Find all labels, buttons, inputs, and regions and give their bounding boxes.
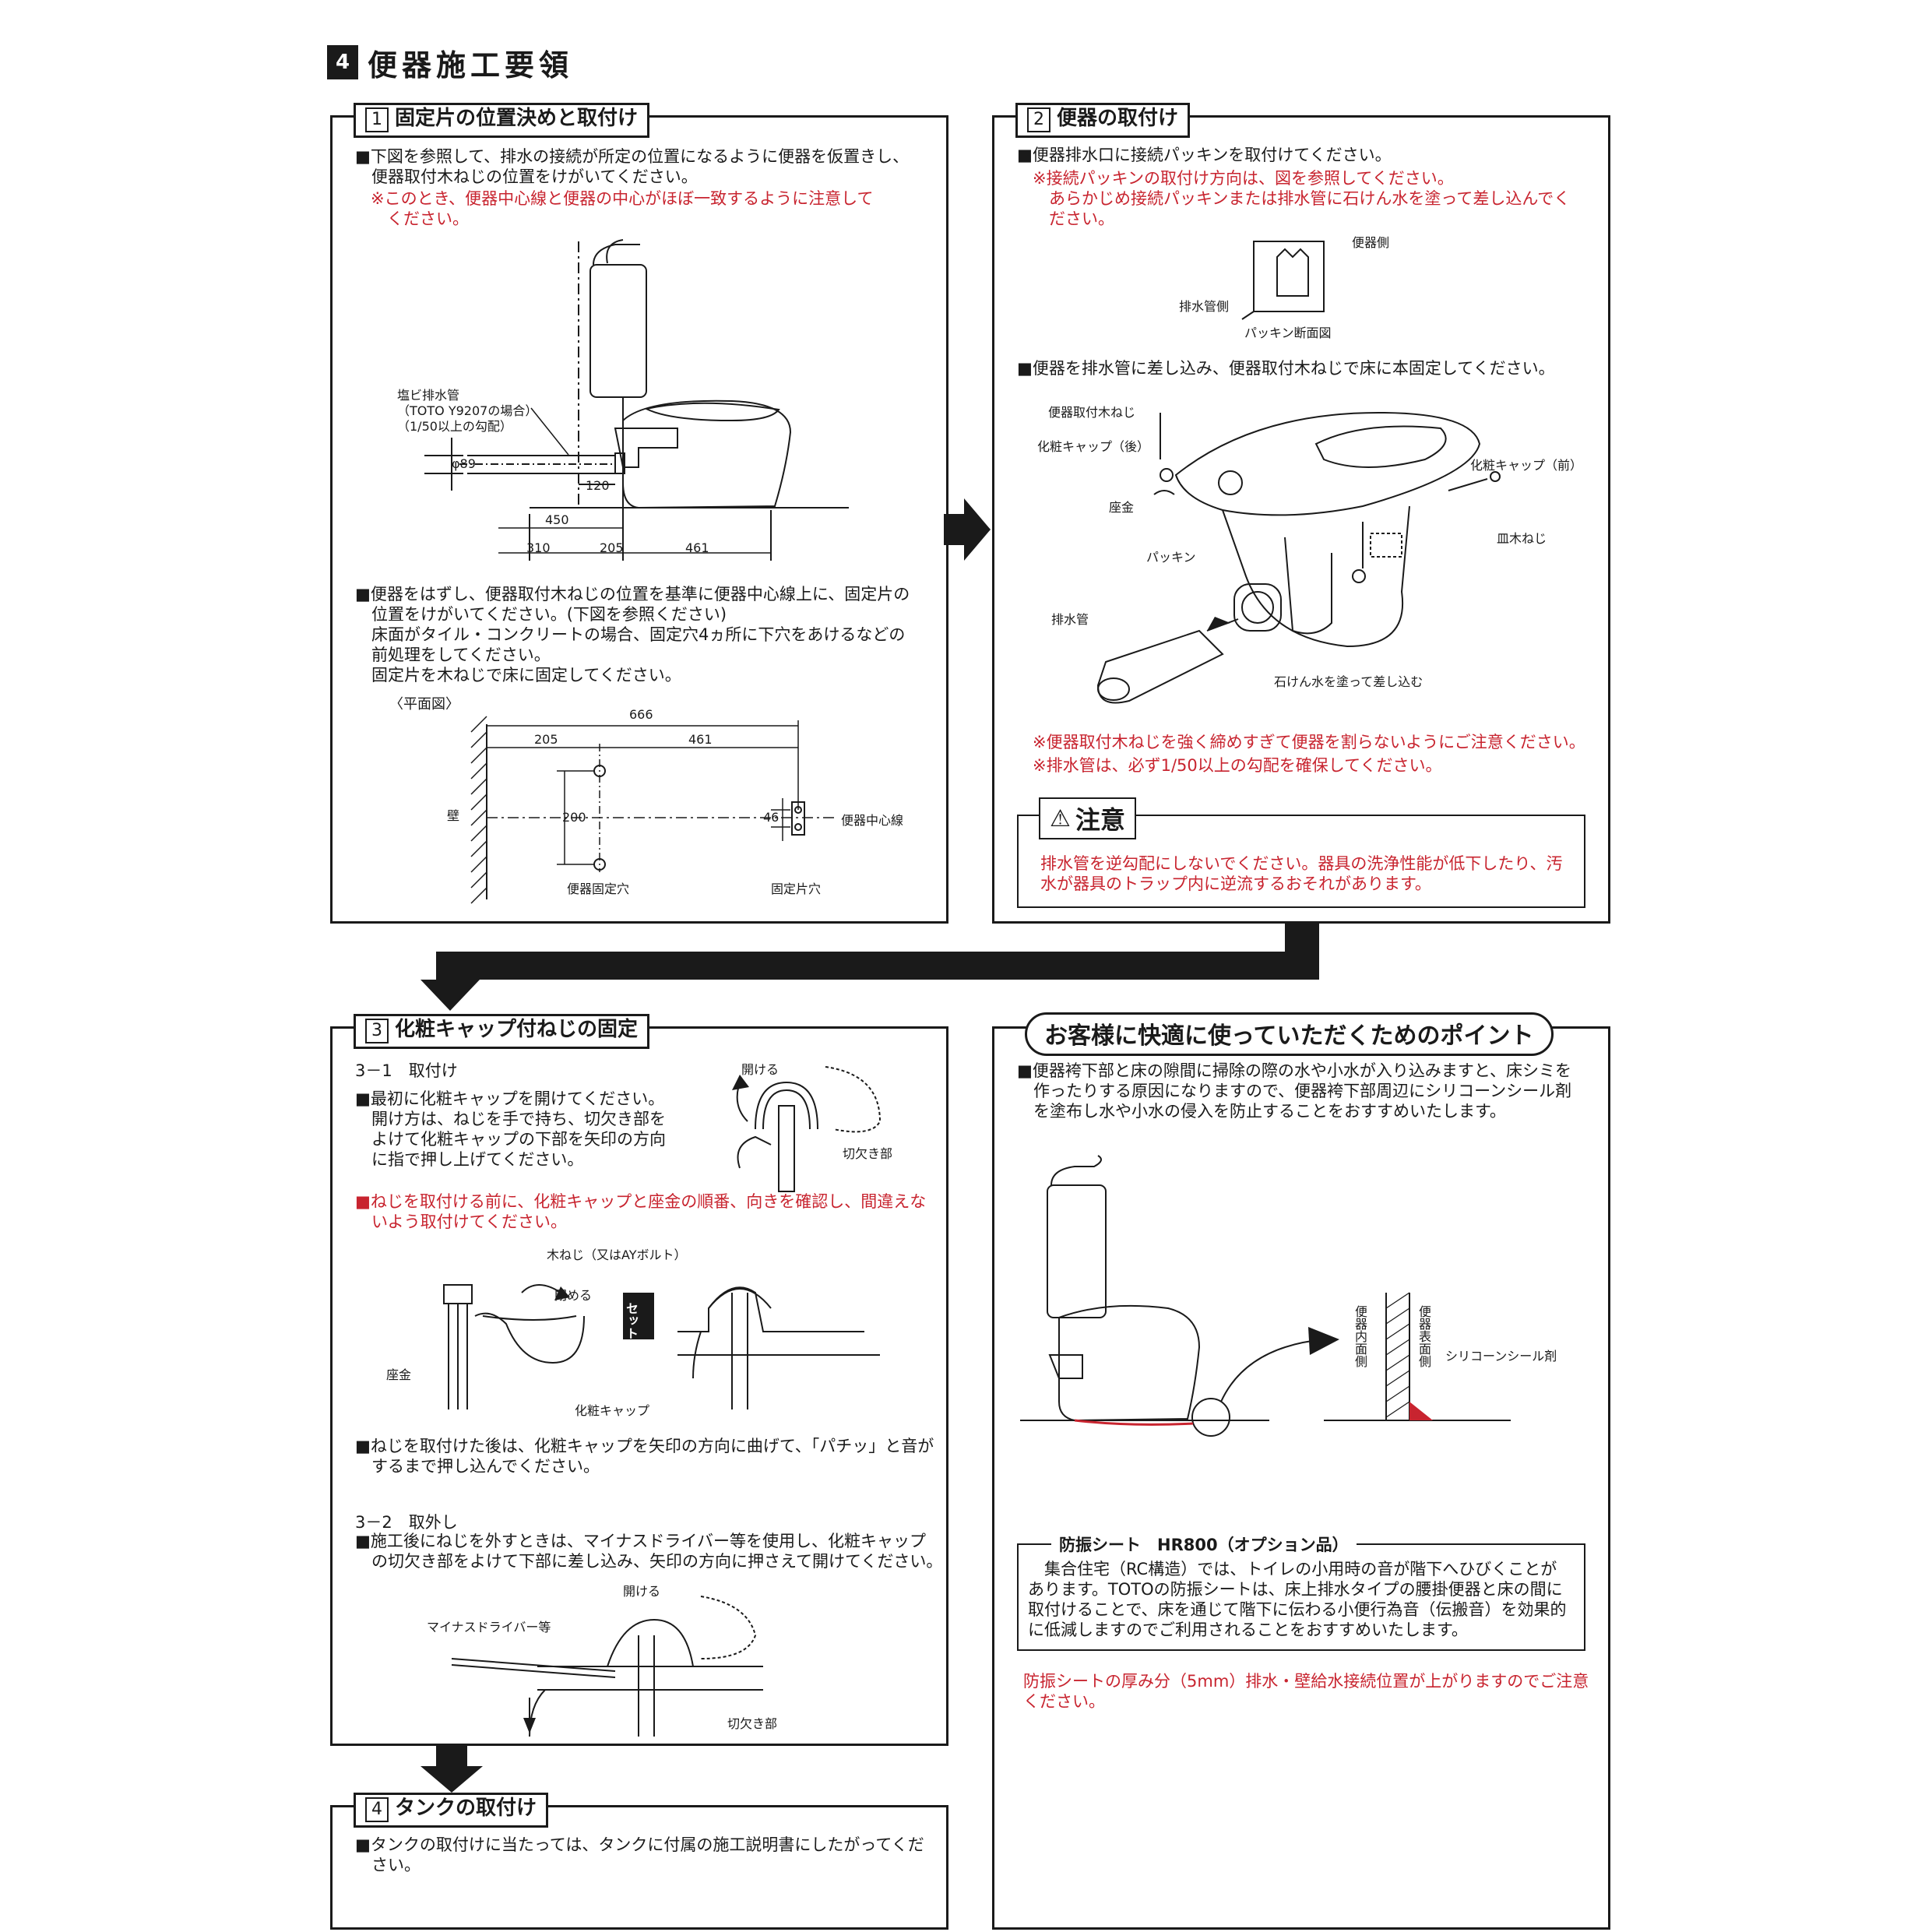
toilet-silicone-diagram: [1020, 1155, 1511, 1437]
dim-461: 461: [685, 540, 709, 555]
toilet-install-diagram: [1096, 411, 1501, 704]
dim-310: 310: [526, 540, 551, 555]
toilet-side-label: 便器側: [1352, 235, 1390, 250]
plan-view-diagram: [470, 716, 837, 904]
plan-dim-461: 461: [688, 732, 713, 747]
fix-hole-label: 便器固定穴: [567, 882, 630, 896]
section-3-number: 3: [365, 1019, 389, 1043]
warning-icon: ⚠: [1050, 804, 1071, 832]
down-arrow: [421, 1746, 483, 1793]
caution-header: ⚠ 注意: [1039, 797, 1136, 839]
header-title: 便器施工要領: [368, 48, 574, 83]
caution-title: 注意: [1075, 805, 1125, 835]
section-3-para-2: ■ねじを取付ける前に、化粧キャップと座金の順番、向きを確認し、間違えな いよう取…: [355, 1192, 927, 1231]
section-3-box: [330, 1026, 948, 1746]
dim-120: 120: [586, 478, 610, 493]
pipe-label-2: 排水管: [1051, 612, 1089, 627]
caution-text: 排水管を逆勾配にしないでください。器具の洗浄性能が低下したり、汚 水が器具のトラ…: [1040, 854, 1563, 893]
plan-dim-666: 666: [629, 707, 653, 722]
sub-3-2: 3－2 取外し: [355, 1513, 458, 1532]
section-2-note-1: ※接続パッキンの取付け方向は、図を参照してください。 あらかじめ接続パッキンまた…: [1033, 169, 1571, 228]
cap-remove-diagram: [451, 1596, 763, 1737]
screw-cap-assembly-diagram: [443, 1284, 880, 1409]
right-arrow: [944, 498, 991, 561]
washer-label-2: 座金: [386, 1367, 412, 1382]
points-box: [992, 1026, 1610, 1930]
dimension-lines: [498, 527, 771, 554]
points-note: 防振シートの厚み分（5mm）排水・壁給水接続位置が上がりますのでご注意 ください…: [1023, 1672, 1589, 1711]
screw-label: 便器取付木ねじ: [1048, 405, 1136, 420]
plan-label: 〈平面図〉: [389, 696, 459, 713]
toilet-side-elevation-diagram: [424, 239, 849, 561]
center-line-label: 便器中心線: [841, 813, 904, 828]
option-title: 防振シート HR800（オプション品）: [1051, 1533, 1357, 1556]
cap-rear-label: 化粧キャップ（後）: [1037, 439, 1150, 454]
dim-dia: φ89: [452, 456, 476, 471]
wood-screw-label: 木ねじ（又はAYボルト）: [547, 1248, 687, 1262]
section-2-para-1: ■便器排水口に接続パッキンを取付けてください。: [1017, 146, 1392, 164]
close-label: 閉める: [554, 1288, 593, 1303]
cap-open-diagram: [732, 1066, 882, 1192]
caution-box: [1017, 815, 1585, 908]
header-number: 4: [327, 45, 358, 79]
page-header: 4 便器施工要領: [327, 45, 573, 83]
section-3-para-3: ■ねじを取付けた後は、化粧キャップを矢印の方向に曲げて、「パチッ」と音が するま…: [355, 1437, 934, 1476]
section-3-title-text: 化粧キャップ付ねじの固定: [395, 1018, 639, 1041]
dim-205: 205: [600, 540, 624, 555]
section-3-para-1: ■最初に化粧キャップを開けてください。 開け方は、ねじを手で持ち、切欠き部を よ…: [355, 1089, 666, 1169]
set-after-label: セット後: [624, 1302, 639, 1352]
section-4-para-1: ■タンクの取付けに当たっては、タンクに付属の施工説明書にしたがってくだ さい。: [355, 1835, 924, 1874]
dish-screw-label: 皿木ねじ: [1497, 531, 1547, 546]
section-2-number: 2: [1027, 107, 1050, 132]
dim-450: 450: [545, 512, 569, 527]
plan-dim-205: 205: [534, 732, 558, 747]
cap-label: 化粧キャップ: [575, 1403, 650, 1418]
section-3-title: 3 化粧キャップ付ねじの固定: [354, 1014, 650, 1049]
points-para-1: ■便器袴下部と床の隙間に掃除の際の水や小水が入り込みますと、床シミを 作ったりす…: [1017, 1061, 1572, 1121]
section-2-title: 2 便器の取付け: [1015, 103, 1191, 138]
washer-label: 座金: [1109, 500, 1135, 515]
open-label-2: 開ける: [623, 1584, 661, 1599]
soap-label: 石けん水を塗って差し込む: [1274, 674, 1423, 689]
option-text: 集合住宅（RC構造）では、トイレの小用時の音が階下へひびくことが あります。TO…: [1028, 1560, 1567, 1639]
section-1-para-2: ■便器をはずし、便器取付木ねじの位置を基準に便器中心線上に、固定片の 位置をけが…: [355, 585, 910, 684]
section-4-number: 4: [365, 1797, 389, 1822]
packing-label: パッキン: [1146, 550, 1196, 565]
section-2-note-2: ※便器取付木ねじを強く締めすぎて便器を割らないようにご注意ください。: [1033, 733, 1585, 751]
wall-label: 壁: [447, 808, 460, 823]
plan-dim-200: 200: [562, 810, 586, 825]
silicone-label: シリコーンシール剤: [1445, 1349, 1557, 1364]
section-4-title: 4 タンクの取付け: [354, 1793, 549, 1828]
plan-dim-46: 46: [763, 810, 779, 825]
driver-label: マイナスドライバー等: [427, 1620, 551, 1635]
cap-front-label: 化粧キャップ（前）: [1470, 458, 1583, 473]
pipe-leader-line: [530, 407, 569, 456]
section-2-note-3: ※排水管は、必ず1/50以上の勾配を確保してください。: [1033, 756, 1442, 775]
section-1-para-1: ■下図を参照して、排水の接続が所定の位置になるように便器を仮置きし、 便器取付木…: [355, 147, 910, 186]
notch-label: 切欠き部: [843, 1146, 893, 1161]
packing-section-label: パッキン断面図: [1244, 326, 1332, 340]
section-2-title-text: 便器の取付け: [1057, 107, 1179, 130]
surface-side-label: 便器表面側: [1416, 1305, 1431, 1367]
section-1-title: 1 固定片の位置決めと取付け: [354, 103, 650, 138]
section-1-title-text: 固定片の位置決めと取付け: [395, 107, 639, 130]
section-1-number: 1: [365, 107, 389, 132]
inner-side-label: 便器内面側: [1353, 1305, 1367, 1367]
pipe-label: 塩ビ排水管 （TOTO Y9207の場合） （1/50以上の勾配）: [397, 388, 538, 434]
section-2-para-2: ■便器を排水管に差し込み、便器取付木ねじで床に本固定してください。: [1017, 359, 1555, 378]
drain-side-label: 排水管側: [1179, 299, 1230, 314]
sub-3-1: 3－1 取付け: [355, 1061, 458, 1080]
section-3-para-4: ■施工後にねじを外すときは、マイナスドライバー等を使用し、化粧キャップ の切欠き…: [355, 1532, 943, 1571]
open-label: 開ける: [741, 1062, 779, 1077]
points-title: お客様に快適に使っていただくためのポイント: [1025, 1012, 1554, 1056]
notch-label-2: 切欠き部: [727, 1716, 778, 1731]
fix-piece-hole-label: 固定片穴: [771, 882, 822, 896]
section-4-title-text: タンクの取付け: [395, 1797, 537, 1820]
flow-arrow-to-section-3: [421, 924, 1319, 1011]
section-1-note: ※このとき、便器中心線と便器の中心がほぼ一致するように注意して ください。: [371, 189, 874, 228]
packing-section-diagram: [1241, 241, 1325, 320]
section-1-box: [330, 115, 948, 924]
